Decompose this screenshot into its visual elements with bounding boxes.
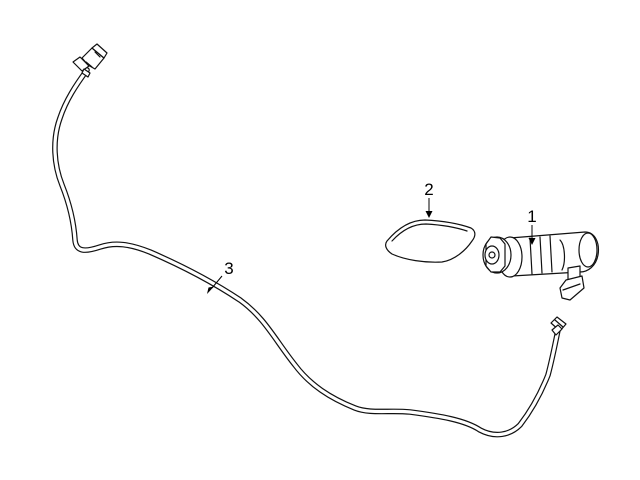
callout-2: 2 [424, 180, 434, 218]
callout-1: 1 [527, 207, 537, 245]
callout-3-arrowhead [207, 286, 214, 294]
callout-3-label: 3 [224, 259, 233, 278]
hose-top-connector [72, 43, 108, 78]
washer-hose-part-3 [52, 43, 567, 438]
callout-3-leader [211, 275, 223, 289]
callout-2-arrowhead [425, 211, 433, 218]
callout-2-label: 2 [424, 180, 433, 199]
callout-3: 3 [207, 259, 234, 294]
washer-nozzle-part-1 [482, 231, 600, 301]
callout-1-label: 1 [527, 207, 536, 226]
hose-bottom-connector [550, 316, 567, 336]
callout-1-arrowhead [528, 238, 536, 245]
cover-plate-part-2 [385, 219, 476, 263]
